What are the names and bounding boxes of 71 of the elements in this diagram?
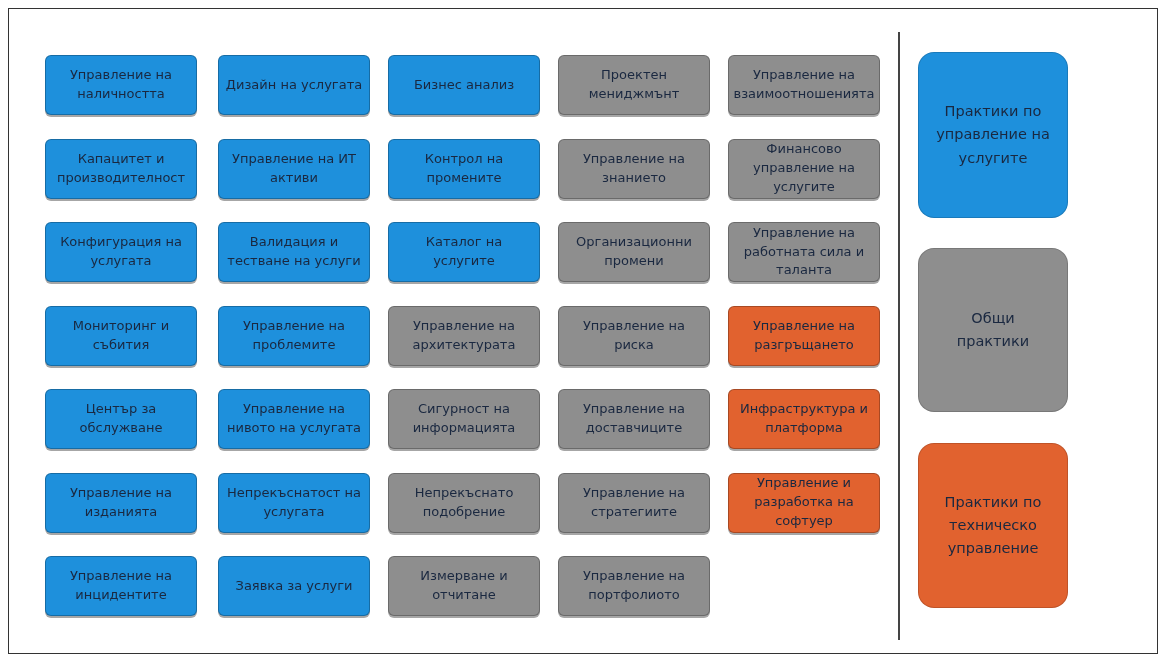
practice-label: Валидация и тестване на услуги: [226, 233, 362, 270]
practice-box: [218, 389, 370, 449]
practice-label: Център за обслужване: [78, 400, 164, 437]
practice-label: Непрекъснато подобрение: [413, 483, 515, 521]
practice-box: [558, 222, 710, 282]
practice-label: Управление на доставчиците: [581, 400, 687, 437]
practice-box: [45, 55, 197, 115]
practice-box: [388, 389, 540, 449]
practice-box: [45, 222, 197, 282]
practice-box: [45, 305, 197, 366]
practice-box: [558, 472, 710, 533]
practice-label: Непрекъснатост на услугата: [226, 483, 362, 521]
practice-label: Конфигурация на услугата: [59, 233, 183, 270]
practice-label: Управление и разработка на софтуер: [753, 474, 855, 530]
practice-box: [45, 472, 197, 533]
practice-box: [558, 138, 710, 199]
practice-box: [728, 389, 880, 449]
practice-label: Каталог на услугите: [424, 233, 504, 270]
practice-box: [218, 138, 370, 199]
legend-label: Практики по управление на услугите: [935, 102, 1051, 168]
practice-label: Управление на проблемите: [241, 316, 347, 354]
practice-label: Управление на инцидентите: [68, 567, 174, 604]
practice-box: [388, 556, 540, 616]
practice-label: Управление на нивото на услугата: [226, 400, 362, 437]
practice-box: [728, 55, 880, 115]
practice-box: [218, 556, 370, 616]
practice-box: [45, 389, 197, 449]
practice-label: Сигурност на информацията: [411, 400, 517, 437]
practice-label: Управление на разгръщането: [751, 316, 857, 354]
practice-label: Управление на работната сила и таланта: [742, 223, 866, 280]
practice-label: Управление на ИТ активи: [231, 149, 357, 187]
practice-box: [218, 472, 370, 533]
practice-box: [558, 389, 710, 449]
practice-label: Управление на знанието: [581, 149, 687, 187]
practice-box: [728, 222, 880, 282]
practice-label: Измерване и отчитане: [419, 567, 509, 604]
practice-label: Контрол на промените: [423, 149, 505, 187]
practice-box: [388, 305, 540, 366]
practice-label: Управление на риска: [581, 316, 687, 354]
practice-label: Инфраструктура и платформа: [738, 400, 870, 437]
practice-box: [388, 222, 540, 282]
practice-label: Капацитет и производителност: [55, 149, 187, 187]
practice-box: [558, 55, 710, 115]
practice-label: Управление на архитектурата: [411, 316, 517, 354]
practice-label: Финансово управление на услугите: [752, 140, 856, 196]
practice-label: Управление на стратегиите: [581, 483, 687, 521]
practice-label: Управление на наличността: [68, 66, 174, 103]
practice-box: [45, 138, 197, 199]
practice-label: Мониторинг и събития: [71, 316, 171, 354]
practice-box: [728, 138, 880, 199]
practice-box: [388, 472, 540, 533]
practice-box: [558, 556, 710, 616]
practice-box: [218, 222, 370, 282]
legend-label: Общи практики: [955, 308, 1031, 351]
practice-label: Бизнес анализ: [413, 75, 515, 94]
practice-label: Дизайн на услугата: [225, 75, 363, 94]
practice-box: [388, 138, 540, 199]
practice-box: [728, 305, 880, 366]
practice-label: Управление на взаимоотношенията: [733, 66, 875, 103]
practice-box: [558, 305, 710, 366]
practice-box: [728, 472, 880, 533]
practice-label: Управление на портфолиото: [581, 567, 687, 604]
practice-label: Управление на изданията: [68, 483, 174, 521]
practice-box: [388, 55, 540, 115]
practice-label: Организационни промени: [575, 233, 693, 270]
practice-label: Заявка за услуги: [235, 576, 353, 595]
practice-box: [45, 556, 197, 616]
practice-box: [218, 305, 370, 366]
legend-label: Практики по техническо управление: [943, 492, 1043, 559]
practice-box: [218, 55, 370, 115]
practice-label: Проектен мениджмънт: [587, 66, 681, 103]
